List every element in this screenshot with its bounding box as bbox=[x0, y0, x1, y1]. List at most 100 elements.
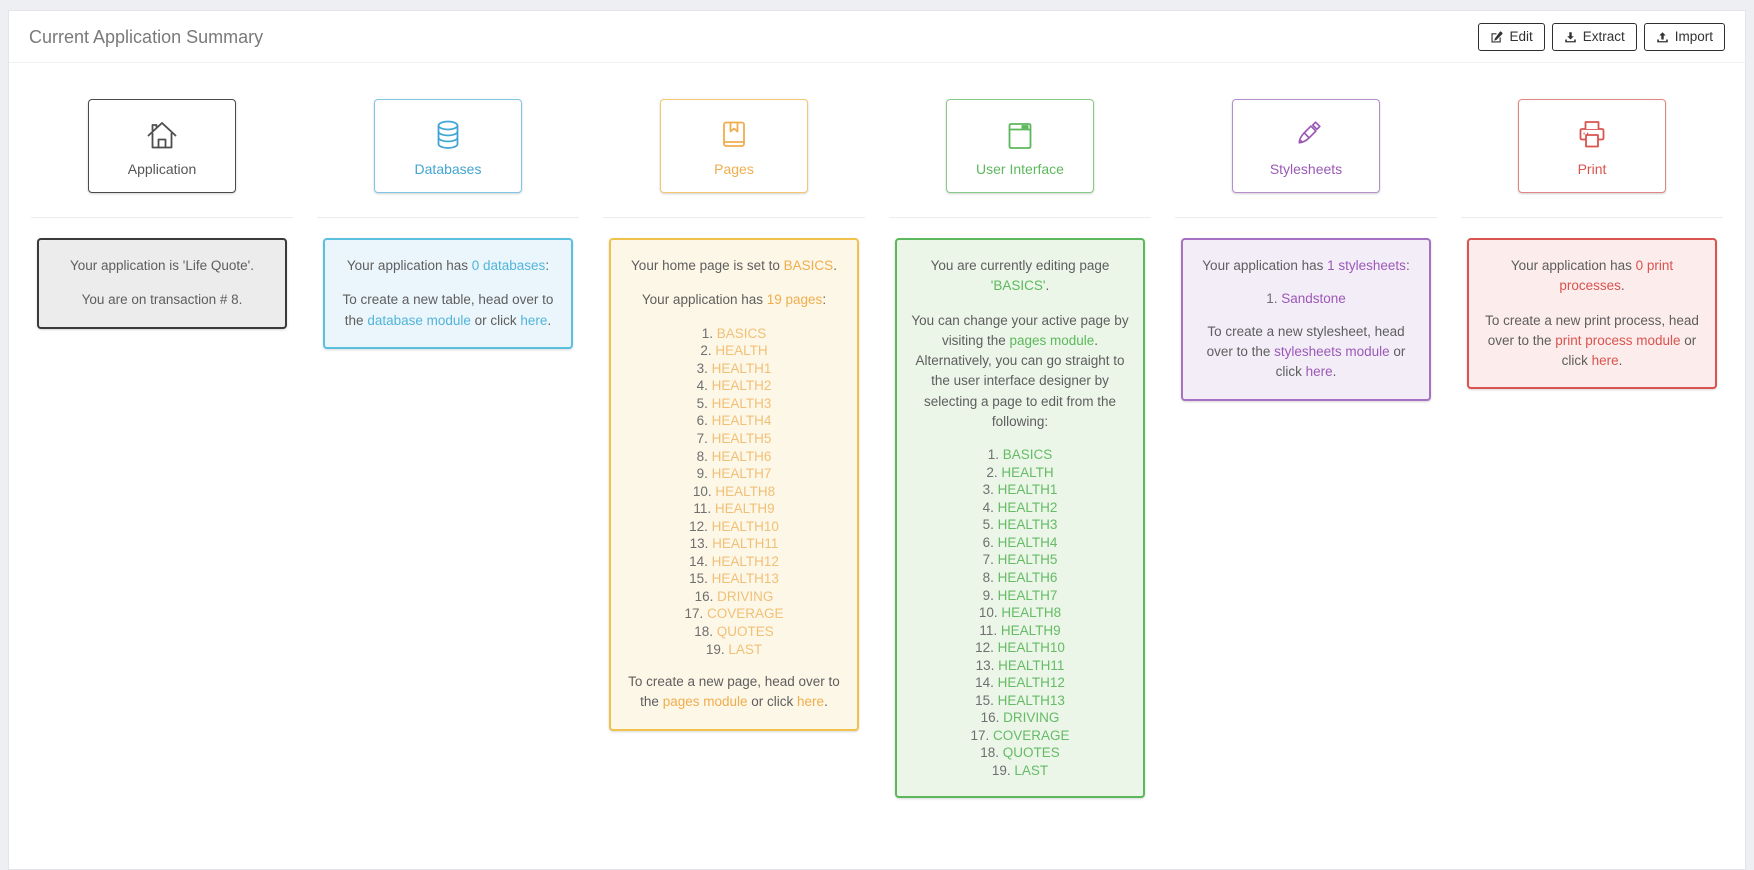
module-card-pages[interactable]: Pages bbox=[660, 99, 808, 194]
panel-text-segment: or click bbox=[470, 312, 521, 328]
import-button[interactable]: Import bbox=[1643, 23, 1725, 52]
panel-link[interactable]: 19 pages bbox=[766, 292, 823, 308]
panel-link[interactable]: database module bbox=[367, 312, 471, 328]
page-link[interactable]: COVERAGE bbox=[993, 727, 1070, 743]
page-link[interactable]: HEALTH13 bbox=[711, 571, 779, 587]
panel-text-segment: You can change your active page by visit… bbox=[911, 312, 1129, 348]
list-item: 5. HEALTH3 bbox=[907, 516, 1133, 534]
page-link[interactable]: QUOTES bbox=[716, 623, 774, 639]
page-link[interactable]: HEALTH5 bbox=[711, 430, 772, 446]
list-item: 7. HEALTH5 bbox=[907, 551, 1133, 569]
panel-text: Your application has 19 pages: bbox=[621, 290, 847, 310]
column-user-interface: User Interface You are currently editing… bbox=[877, 63, 1163, 798]
module-card-print[interactable]: Print bbox=[1518, 99, 1666, 194]
panel-link[interactable]: 1 stylesheets bbox=[1327, 258, 1406, 274]
module-card-label: User Interface bbox=[976, 160, 1064, 177]
page-link[interactable]: HEALTH bbox=[1001, 464, 1054, 480]
page-link[interactable]: HEALTH9 bbox=[714, 501, 775, 517]
list-number: 17. bbox=[970, 727, 993, 743]
page-link[interactable]: HEALTH4 bbox=[997, 534, 1058, 550]
list-item: 12. HEALTH10 bbox=[621, 518, 847, 536]
summary-panel-databases: Your application has 0 databases:To crea… bbox=[323, 238, 573, 349]
module-card-stylesheets[interactable]: Stylesheets bbox=[1232, 99, 1380, 194]
summary-panel-user-interface: You are currently editing page 'BASICS'.… bbox=[895, 238, 1145, 798]
page-link[interactable]: HEALTH bbox=[715, 343, 768, 359]
list-item: 10. HEALTH8 bbox=[621, 483, 847, 501]
panel-link[interactable]: 0 databases bbox=[471, 258, 546, 274]
module-card-databases[interactable]: Databases bbox=[374, 99, 522, 194]
panel-text-segment: . Alternatively, you can go straight to … bbox=[915, 332, 1125, 429]
panel-link[interactable]: here bbox=[520, 312, 548, 328]
page-link[interactable]: LAST bbox=[728, 641, 763, 657]
panel-link[interactable]: 0 print processes bbox=[1559, 258, 1674, 294]
list-number: 3. bbox=[696, 360, 712, 376]
panel-link[interactable]: stylesheets module bbox=[1274, 344, 1390, 360]
page-link[interactable]: HEALTH9 bbox=[1000, 622, 1061, 638]
panel-link[interactable]: BASICS bbox=[783, 258, 834, 274]
panel-link[interactable]: here bbox=[1305, 364, 1333, 380]
page-link[interactable]: HEALTH7 bbox=[711, 466, 772, 482]
list-item: 4. HEALTH2 bbox=[621, 377, 847, 395]
book-icon bbox=[714, 116, 754, 156]
page-link[interactable]: HEALTH6 bbox=[711, 448, 772, 464]
module-card-application[interactable]: Application bbox=[88, 99, 236, 194]
page-link[interactable]: HEALTH2 bbox=[997, 499, 1058, 515]
module-card-user-interface[interactable]: User Interface bbox=[946, 99, 1094, 194]
list-item: 4. HEALTH2 bbox=[907, 499, 1133, 517]
page-link[interactable]: DRIVING bbox=[1003, 710, 1060, 726]
list-item: 19. LAST bbox=[907, 762, 1133, 780]
panel-text-segment: Your home page is set to bbox=[631, 258, 784, 274]
page-link[interactable]: HEALTH7 bbox=[997, 587, 1058, 603]
page-link[interactable]: QUOTES bbox=[1002, 745, 1060, 761]
page-link[interactable]: HEALTH5 bbox=[997, 552, 1058, 568]
panel-link[interactable]: here bbox=[1591, 353, 1619, 369]
page-link[interactable]: HEALTH1 bbox=[711, 360, 772, 376]
list-number: 14. bbox=[689, 553, 712, 569]
page-link[interactable]: Sandstone bbox=[1281, 291, 1346, 307]
list-item: 11. HEALTH9 bbox=[907, 622, 1133, 640]
panel-text-segment: Your application has bbox=[1202, 258, 1328, 274]
page-link[interactable]: HEALTH4 bbox=[711, 413, 772, 429]
page-link[interactable]: DRIVING bbox=[717, 588, 774, 604]
column-print: Print Your application has 0 print proce… bbox=[1449, 63, 1735, 390]
list-number: 8. bbox=[982, 570, 998, 586]
panel-text-segment: . bbox=[1045, 278, 1050, 294]
page-link[interactable]: HEALTH8 bbox=[715, 483, 776, 499]
list-number: 19. bbox=[705, 641, 729, 657]
page-link[interactable]: HEALTH1 bbox=[997, 482, 1058, 498]
panel-text-segment: To create a new page, head over to the bbox=[628, 674, 840, 710]
panel-link[interactable]: pages module bbox=[1009, 332, 1095, 348]
page-link[interactable]: HEALTH3 bbox=[997, 517, 1058, 533]
panel-text-segment: To create a new stylesheet, head over to… bbox=[1206, 323, 1405, 360]
page-link[interactable]: HEALTH12 bbox=[997, 675, 1065, 691]
panel-link[interactable]: pages module bbox=[662, 694, 748, 710]
page-link[interactable]: HEALTH10 bbox=[997, 640, 1065, 656]
panel-link[interactable]: print process module bbox=[1555, 332, 1681, 348]
page-link[interactable]: LAST bbox=[1014, 763, 1049, 779]
list-number: 15. bbox=[975, 692, 998, 708]
page-link[interactable]: HEALTH10 bbox=[711, 518, 779, 534]
page-link[interactable]: BASICS bbox=[716, 325, 767, 341]
panel-text: To create a new stylesheet, head over to… bbox=[1193, 322, 1419, 383]
page-link[interactable]: HEALTH11 bbox=[712, 536, 779, 552]
page-link[interactable]: HEALTH3 bbox=[711, 395, 772, 411]
page-link[interactable]: COVERAGE bbox=[707, 606, 784, 622]
extract-button[interactable]: Extract bbox=[1551, 23, 1637, 52]
page-link[interactable]: HEALTH11 bbox=[998, 657, 1065, 673]
panel-text-segment: . bbox=[1332, 364, 1337, 380]
list-number: 12. bbox=[975, 640, 998, 656]
list-item: 5. HEALTH3 bbox=[621, 395, 847, 413]
page-link[interactable]: HEALTH12 bbox=[711, 553, 779, 569]
page-link[interactable]: HEALTH8 bbox=[1001, 605, 1062, 621]
page-link[interactable]: HEALTH6 bbox=[997, 570, 1058, 586]
panel-link[interactable]: here bbox=[797, 694, 825, 710]
panel-link[interactable]: 'BASICS' bbox=[990, 278, 1046, 294]
panel-text-segment: Your application has bbox=[641, 292, 767, 308]
list-item: 9. HEALTH7 bbox=[907, 587, 1133, 605]
page-link[interactable]: HEALTH2 bbox=[711, 378, 772, 394]
edit-button[interactable]: Edit bbox=[1478, 23, 1545, 52]
list-item: 8. HEALTH6 bbox=[907, 569, 1133, 587]
page-link[interactable]: BASICS bbox=[1002, 447, 1053, 463]
page-link[interactable]: HEALTH13 bbox=[997, 692, 1065, 708]
list-number: 2. bbox=[986, 464, 1002, 480]
